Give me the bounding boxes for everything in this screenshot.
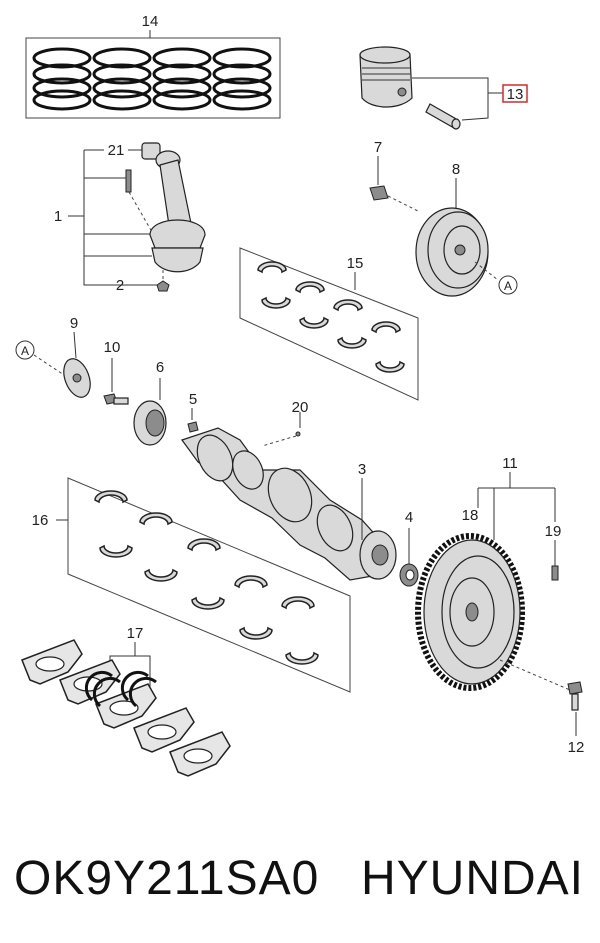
flywheel-assembly <box>415 472 583 736</box>
part-number: OK9Y211SA0 <box>14 851 320 905</box>
callout-19: 19 <box>545 523 562 540</box>
ring-set-3 <box>152 47 212 111</box>
callout-8: 8 <box>452 161 460 178</box>
callout-11: 11 <box>502 455 518 472</box>
ring-set-2 <box>92 47 152 111</box>
callout-10: 10 <box>104 339 121 356</box>
callout-9: 9 <box>70 315 78 332</box>
caption-bar: OK9Y211SA0 HYUNDAI <box>0 828 600 928</box>
callout-4: 4 <box>405 509 413 526</box>
parts-diagram: 14 13 21 1 2 7 8 A 15 9 A 10 6 5 20 3 11… <box>15 13 584 777</box>
callout-1: 1 <box>54 208 62 225</box>
callout-14: 14 <box>142 13 159 30</box>
callout-13-highlight <box>502 84 528 103</box>
callout-3: 3 <box>358 461 366 478</box>
callout-17: 17 <box>127 625 144 642</box>
reference-a-label-left: A <box>21 344 29 358</box>
brand-name: HYUNDAI <box>360 851 584 905</box>
callout-5: 5 <box>189 391 197 408</box>
ring-set-1 <box>32 47 92 111</box>
piston-assembly <box>359 46 528 130</box>
reference-a-icon-top <box>498 275 518 295</box>
callout-13: 13 <box>507 86 524 103</box>
crankshaft <box>181 427 397 581</box>
lower-bearings-box <box>56 477 351 693</box>
pilot-bearing <box>399 528 419 587</box>
callout-labels: 14 13 21 1 2 7 8 A 15 9 A 10 6 5 20 3 11… <box>21 13 584 756</box>
callout-20: 20 <box>292 399 309 416</box>
bearing-caps-group <box>21 639 231 777</box>
callout-6: 6 <box>156 359 164 376</box>
reference-a-label-top: A <box>504 279 512 293</box>
reference-a-icon-left <box>15 340 35 360</box>
callout-21: 21 <box>108 142 125 159</box>
callout-16: 16 <box>32 512 49 529</box>
callout-12: 12 <box>568 739 585 756</box>
callout-18: 18 <box>462 507 479 524</box>
callout-7: 7 <box>374 139 382 156</box>
crank-pulley-assembly <box>369 156 518 297</box>
piston-rings-group <box>25 30 281 119</box>
front-sprocket-group <box>15 331 301 447</box>
callout-2: 2 <box>116 277 124 294</box>
callout-15: 15 <box>347 255 364 272</box>
upper-bearings-box <box>239 247 419 401</box>
ring-set-4 <box>212 47 272 111</box>
connecting-rod-assembly <box>68 142 206 292</box>
